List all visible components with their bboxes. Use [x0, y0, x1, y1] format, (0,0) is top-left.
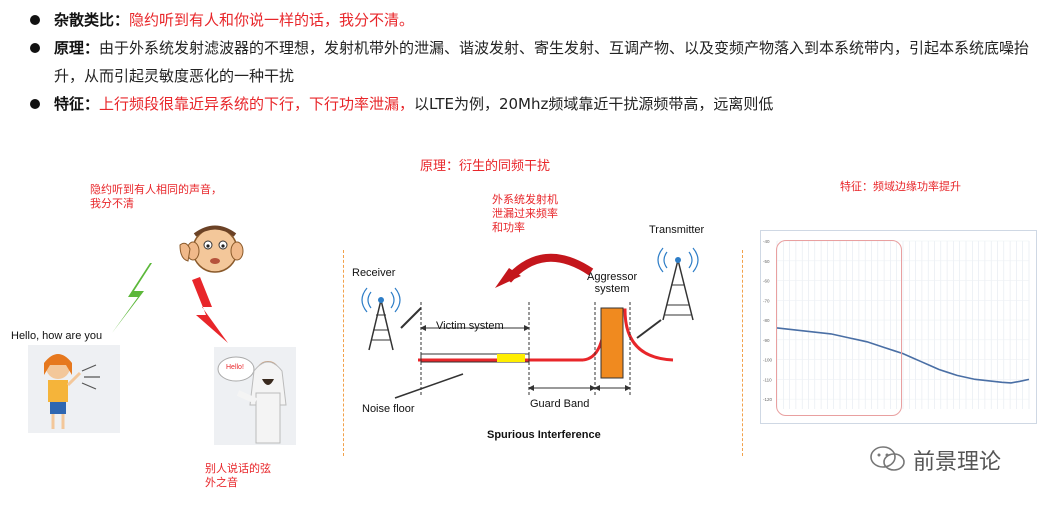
- chart-y-tick-label: -110: [763, 377, 772, 382]
- bullet-label: 杂散类比：: [54, 11, 130, 29]
- guard-band-label: Guard Band: [530, 398, 590, 410]
- left-illustration: [28, 225, 296, 445]
- bullet-label: 特征：: [54, 95, 100, 113]
- left-caption-bottom: 别人说话的弦 外之音: [205, 462, 271, 489]
- receiver-label: Receiver: [352, 267, 396, 279]
- bullet-dot: [30, 15, 40, 25]
- chart-y-tick-label: -40: [763, 239, 770, 244]
- bullet-analogy: 杂散类比：隐约听到有人和你说一样的话，我分不清。: [30, 6, 1040, 34]
- spurious-diagram: [361, 247, 699, 399]
- wechat-icon: [870, 446, 905, 471]
- bullet-label: 原理：: [54, 39, 100, 57]
- transmitter-tower-icon: [657, 247, 699, 321]
- bullet-dot: [30, 99, 40, 109]
- center-title: 原理：衍生的同频干扰: [420, 159, 551, 174]
- noise-floor-label: Noise floor: [362, 403, 415, 415]
- chart-y-tick-label: -70: [763, 298, 770, 303]
- power-chart: -40 -50 -60 -70 -80 -90 -100 -110 -120: [760, 230, 1037, 424]
- bullet-text: 以LTE为例，20Mhz频域靠近干扰源频带高，远离则低: [414, 95, 774, 113]
- chart-y-tick-label: -80: [763, 318, 770, 323]
- listening-man-icon: [179, 225, 244, 273]
- chart-y-tick-label: -120: [763, 397, 773, 402]
- bullet-red-text: 上行频段很靠近异系统的下行，下行功率泄漏，: [99, 95, 415, 113]
- bullet-red-text: 隐约听到有人和你说一样的话，我分不清。: [129, 11, 415, 29]
- left-caption-top: 隐约听到有人相同的声音， 我分不清: [90, 183, 222, 210]
- right-caption: 特征：频域边缘功率提升: [840, 180, 961, 193]
- bullet-text: 由于外系统发射滤波器的不理想，发射机带外的泄漏、谐波发射、寄生发射、互调产物、以…: [54, 39, 1030, 85]
- transmitter-label: Transmitter: [649, 224, 705, 236]
- edge-highlight-box: [776, 240, 902, 416]
- bullet-dot: [30, 43, 40, 53]
- aggressor-label: Aggressor system: [587, 271, 638, 295]
- red-lightning-icon: [192, 277, 228, 343]
- power-chart-svg: -40 -50 -60 -70 -80 -90 -100 -110 -120: [763, 239, 1030, 409]
- victim-band-highlight: [497, 354, 525, 362]
- hello-text: Hello, how are you: [11, 330, 103, 342]
- chart-series-line: [776, 327, 1030, 384]
- aggressor-block: [600, 307, 624, 379]
- chart-y-tick-label: -100: [763, 358, 773, 363]
- chart-y-tick-label: -90: [763, 338, 770, 343]
- girl-icon: [44, 354, 100, 429]
- bullet-principle: 原理：由于外系统发射滤波器的不理想，发射机带外的泄漏、谐波发射、寄生发射、互调产…: [30, 34, 1040, 90]
- chart-y-tick-label: -60: [763, 279, 770, 284]
- green-lightning-icon: [112, 263, 152, 333]
- girl-card: [28, 345, 120, 433]
- leak-caption: 外系统发射机 泄漏过来频率 和功率: [492, 193, 558, 234]
- diagram-title: Spurious Interference: [487, 429, 601, 441]
- watermark-text: 前景理论: [913, 450, 1002, 475]
- speech-bubble-text: Hello!: [226, 364, 244, 371]
- speaking-man-icon: [217, 356, 287, 444]
- bullet-list: 杂散类比：隐约听到有人和你说一样的话，我分不清。 原理：由于外系统发射滤波器的不…: [30, 6, 1040, 118]
- victim-label: Victim system: [436, 320, 504, 332]
- bullet-feature: 特征：上行频段很靠近异系统的下行，下行功率泄漏，以LTE为例，20Mhz频域靠近…: [30, 90, 1040, 118]
- diagram-frame: [343, 250, 743, 456]
- curved-arrow-icon: [504, 253, 594, 283]
- chart-y-tick-label: -50: [763, 259, 770, 264]
- receiver-tower-icon: [361, 287, 401, 351]
